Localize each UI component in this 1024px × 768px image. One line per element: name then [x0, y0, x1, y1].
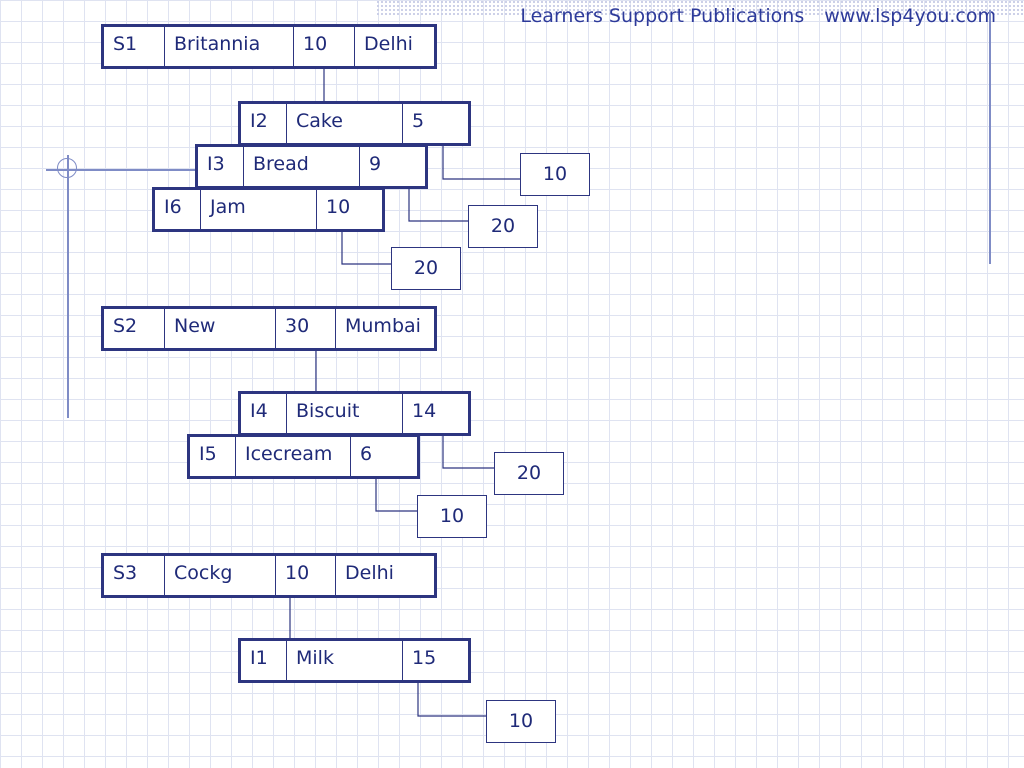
item-record-i4: I4 Biscuit 14 — [238, 391, 471, 436]
order-quantity-box: 20 — [391, 247, 461, 290]
order-quantity-box: 20 — [468, 205, 538, 248]
item-name: Milk — [287, 641, 403, 680]
item-name: Jam — [201, 190, 317, 229]
item-quantity: 14 — [412, 400, 437, 422]
item-quantity: 10 — [326, 196, 351, 218]
supplier-status: 30 — [276, 309, 336, 348]
order-quantity-box: 10 — [486, 700, 556, 743]
item-name: Biscuit — [287, 394, 403, 433]
item-id: I3 — [198, 147, 244, 186]
website-link[interactable]: www.lsp4you.com — [824, 5, 996, 27]
supplier-id: S2 — [104, 309, 165, 348]
left-margin-rule — [67, 155, 69, 418]
item-name: Bread — [244, 147, 360, 186]
publisher-name: Learners Support Publications — [520, 5, 805, 27]
item-record-i5: I5 Icecream 6 — [187, 434, 420, 479]
item-id: I6 — [155, 190, 201, 229]
item-quantity: 9 — [369, 153, 382, 175]
header: Learners Support Publications www.lsp4you… — [520, 5, 996, 27]
item-id: I5 — [190, 437, 236, 476]
connector-i6-quantity — [341, 231, 392, 265]
right-margin-rule — [989, 10, 991, 264]
item-name: Cake — [287, 104, 403, 143]
supplier-name: Britannia — [165, 27, 294, 66]
item-id: I4 — [241, 394, 287, 433]
connector-i2-quantity — [442, 145, 521, 180]
item-record-i1: I1 Milk 15 — [238, 638, 471, 683]
connector-i4-quantity — [442, 435, 495, 469]
supplier-record-s1: S1 Britannia 10 Delhi — [101, 24, 437, 69]
left-marker-rule — [46, 169, 244, 171]
item-record-i6: I6 Jam 10 — [152, 187, 385, 232]
order-quantity-box: 20 — [494, 452, 564, 495]
item-quantity: 6 — [360, 443, 373, 465]
supplier-status: 10 — [294, 27, 355, 66]
supplier-id: S1 — [104, 27, 165, 66]
supplier-record-s2: S2 New 30 Mumbai — [101, 306, 437, 351]
supplier-city: Delhi — [345, 562, 394, 584]
supplier-record-s3: S3 Cockg 10 Delhi — [101, 553, 437, 598]
supplier-name: Cockg — [165, 556, 276, 595]
supplier-city: Delhi — [364, 33, 413, 55]
item-quantity: 5 — [412, 110, 425, 132]
supplier-status: 10 — [276, 556, 336, 595]
connector-i3-quantity — [408, 188, 469, 222]
order-quantity-box: 10 — [417, 495, 487, 538]
item-quantity: 15 — [412, 647, 437, 669]
item-record-i3: I3 Bread 9 — [195, 144, 428, 189]
connector-i1-quantity — [417, 682, 487, 717]
order-quantity-box: 10 — [520, 153, 590, 196]
supplier-city: Mumbai — [345, 315, 421, 337]
supplier-id: S3 — [104, 556, 165, 595]
connector-i5-quantity — [375, 478, 418, 512]
item-record-i2: I2 Cake 5 — [238, 101, 471, 146]
header-band — [376, 0, 1024, 16]
item-id: I2 — [241, 104, 287, 143]
supplier-name: New — [165, 309, 276, 348]
item-name: Icecream — [236, 437, 351, 476]
item-id: I1 — [241, 641, 287, 680]
crosshair-icon — [57, 158, 77, 178]
